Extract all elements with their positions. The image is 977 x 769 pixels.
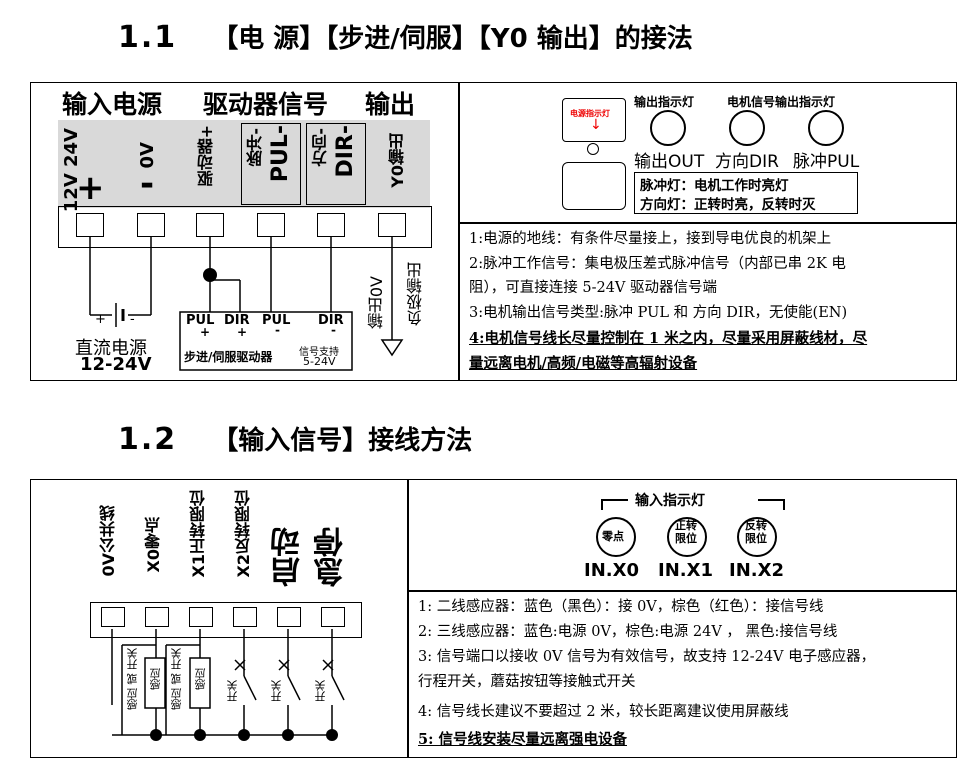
s2-note-2: 2: 三线感应器：蓝色:电源 0V，棕色:电源 24V ， 黑色:接信号线 — [418, 624, 838, 640]
dc-power-label: 直流电源 — [75, 338, 147, 359]
rev-limit-led-label: 反转限位 — [745, 519, 767, 545]
output-header: 输出 — [365, 90, 416, 119]
motor-led-label: 电机信号输出指示灯 — [727, 95, 836, 109]
pul-led — [808, 110, 844, 146]
rev-limit-led — [737, 517, 777, 557]
in-x2-label: IN.X2 — [729, 560, 785, 581]
driver-plus1: + — [200, 325, 211, 339]
pulse-label-box — [241, 123, 301, 205]
section2-frame — [30, 479, 957, 758]
s1-note-2b: 阻），可直接连接 5-24V 驱动器信号端 — [469, 280, 718, 296]
signal-voltage-label: 5-24V — [303, 355, 336, 368]
driver-signal-header: 驱动器信号 — [203, 90, 329, 119]
legend-box — [634, 172, 858, 214]
section2-number: 1.2 — [118, 422, 178, 457]
terminal-x1 — [189, 607, 213, 627]
power-module-box — [562, 162, 626, 210]
s1-note-4b: 量远离电机/高频/电磁等高辐射设备 — [469, 355, 698, 372]
terminal-dir — [317, 213, 345, 237]
terminal-strip — [58, 206, 432, 248]
driver-dir1: DIR — [224, 313, 250, 328]
input-terminal-strip — [90, 602, 362, 638]
minus-sign: - — [140, 164, 155, 204]
fwd-limit-led — [667, 517, 707, 557]
driver-pul1: PUL — [186, 313, 215, 328]
driver-box-label: 步进/伺服驱动器 — [184, 350, 273, 364]
s1-note-1: 1:电源的地线：有条件尽量接上，接到导电优良的机架上 — [469, 231, 832, 247]
section2-title: 【输入信号】接线方法 — [212, 426, 473, 456]
zero-led — [596, 517, 636, 557]
section1-title: 【电 源】【步进/伺服】【Y0 输出】的接法 — [212, 24, 693, 54]
s1-note-2: 2:脉冲工作信号：集电极压差式脉冲信号（内部已串 2K 电 — [469, 256, 846, 272]
pul-label: 脉冲PUL — [793, 152, 860, 172]
legend-line-2: 方向灯：正转时亮，反转时灭 — [640, 197, 816, 213]
driver-dir2: DIR — [318, 313, 344, 328]
terminal-pulse — [257, 213, 285, 237]
in-x0-label: IN.X0 — [584, 560, 640, 581]
dc-plus: + — [95, 312, 106, 327]
section1-frame — [30, 82, 957, 381]
dc-voltage-label: 12-24V — [80, 354, 152, 375]
fwd-limit-led-label: 正转限位 — [675, 519, 697, 545]
s1-note-4: 4:电机信号线长尽量控制在 1 米之内，尽量采用屏蔽线材，尽 — [469, 330, 868, 347]
s2-note-3: 3: 信号端口以接收 0V 信号为有效信号，故支持 12-24V 电子感应器， — [418, 649, 876, 665]
driver-pul2: PUL — [262, 313, 291, 328]
dc-minus: - — [130, 312, 135, 327]
input-power-header: 输入电源 — [62, 90, 163, 119]
terminal-power-0v — [137, 213, 165, 237]
terminal-estop — [321, 607, 345, 627]
terminal-driver-plus — [196, 213, 224, 237]
s2-note-5: 5: 信号线安装尽量远离强电设备 — [418, 731, 627, 748]
out-led-label: 输出指示灯 — [634, 95, 695, 109]
terminal-x0 — [145, 607, 169, 627]
section1-number: 1.1 — [118, 20, 178, 55]
power-led-box — [562, 98, 626, 142]
plus-sign: + — [76, 168, 105, 208]
power-led-arrow-icon: ↓ — [590, 117, 602, 133]
dir-label-box — [306, 123, 366, 205]
terminal-y0 — [378, 213, 406, 237]
zero-led-label: 零点 — [602, 530, 624, 543]
terminal-0v — [101, 607, 125, 627]
s2-note-4: 4: 信号线长建议不要超过 2 米，较长距离建议使用屏蔽线 — [418, 704, 789, 720]
driver-minus2: - — [331, 323, 336, 337]
input-indicator-title: 输入指示灯 — [635, 493, 705, 509]
legend-line-1: 脉冲灯：电机工作时亮灯 — [640, 178, 789, 194]
terminal-x2 — [233, 607, 257, 627]
dir-label: 方向DIR — [715, 152, 779, 172]
s2-note-1: 1: 二线感应器：蓝色（黑色）：接 0V，棕色（红色）：接信号线 — [418, 599, 824, 615]
s2-note-3b: 行程开关，蘑菇按钮等接触式开关 — [418, 674, 636, 690]
power-led — [587, 143, 599, 155]
driver-plus2: + — [237, 325, 248, 339]
driver-minus1: - — [275, 323, 280, 337]
signal-support-label: 信号支持 — [299, 347, 339, 358]
terminal-label-area — [58, 120, 430, 208]
section2-heading: 1.2 【输入信号】接线方法 — [118, 420, 472, 457]
terminal-power-plus — [76, 213, 104, 237]
power-led-label: 电源指示灯 — [570, 109, 610, 118]
s1-note-3: 3:电机输出信号类型:脉冲 PUL 和 方向 DIR，无使能(EN) — [469, 305, 848, 321]
terminal-start — [277, 607, 301, 627]
in-x1-label: IN.X1 — [658, 560, 714, 581]
section1-heading: 1.1 【电 源】【步进/伺服】【Y0 输出】的接法 — [118, 18, 693, 55]
dir-led — [729, 110, 765, 146]
out-label: 输出OUT — [634, 152, 705, 172]
out-led — [650, 110, 686, 146]
